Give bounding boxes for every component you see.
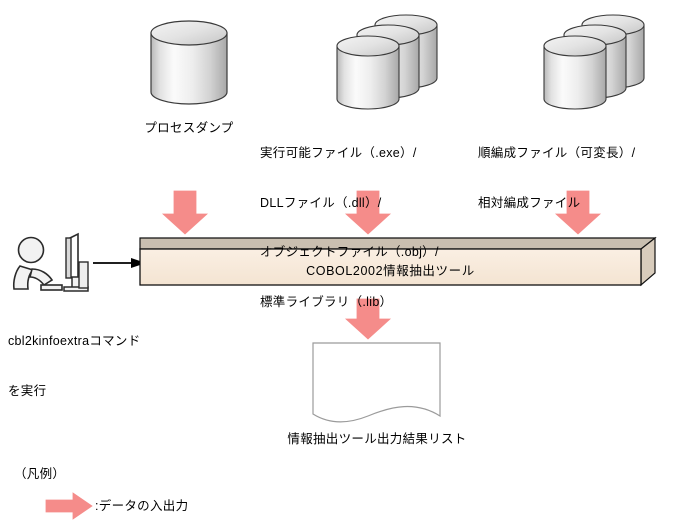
data-flow-arrow-icon-1 [161,190,209,235]
label-executable-files-line-2: DLLファイル（.dll）/ [260,195,382,210]
document-list-icon [312,342,441,423]
label-executable-files-line-3: オブジェクトファイル（.obj）/ [260,245,439,259]
label-sequential-files: 順編成ファイル（可変長）/ 相対編成ファイル [478,112,674,244]
label-output-list: 情報抽出ツール出力結果リスト [287,432,467,446]
label-process-dump: プロセスダンプ [144,121,234,135]
single-cylinder-icon [150,20,228,105]
person-at-computer-icon [12,232,89,292]
label-executable-files-line-4: 標準ライブラリ（.lib） [260,294,393,309]
label-executable-files-line-1: 実行可能ファイル（.exe）/ [260,146,417,160]
label-executable-files: 実行可能ファイル（.exe）/ DLLファイル（.dll）/ オブジェクトファイ… [260,112,485,343]
label-sequential-files-line-2: 相対編成ファイル [478,195,581,210]
label-sequential-files-line-1: 順編成ファイル（可変長）/ [478,146,636,160]
label-command-line-1: cbl2kinfoextraコマンド [8,334,141,348]
data-flow-arrow-icon-3 [554,190,602,235]
label-command-line-2: を実行 [8,383,47,398]
cobol-tool-box-title: COBOL2002情報抽出ツール [306,264,475,278]
command-connector-arrow [93,258,146,268]
legend-data-flow-arrow-icon [45,492,93,520]
label-command: cbl2kinfoextraコマンド を実行 [8,300,198,432]
data-flow-arrow-icon-4 [344,298,392,340]
triple-cylinder-icon-executables [336,14,438,110]
cobol-tool-box [139,236,657,287]
data-flow-arrow-icon-2 [344,190,392,235]
legend-heading: （凡例） [14,467,66,481]
triple-cylinder-icon-sequential [543,14,645,110]
legend-arrow-label: :データの入出力 [95,499,189,513]
